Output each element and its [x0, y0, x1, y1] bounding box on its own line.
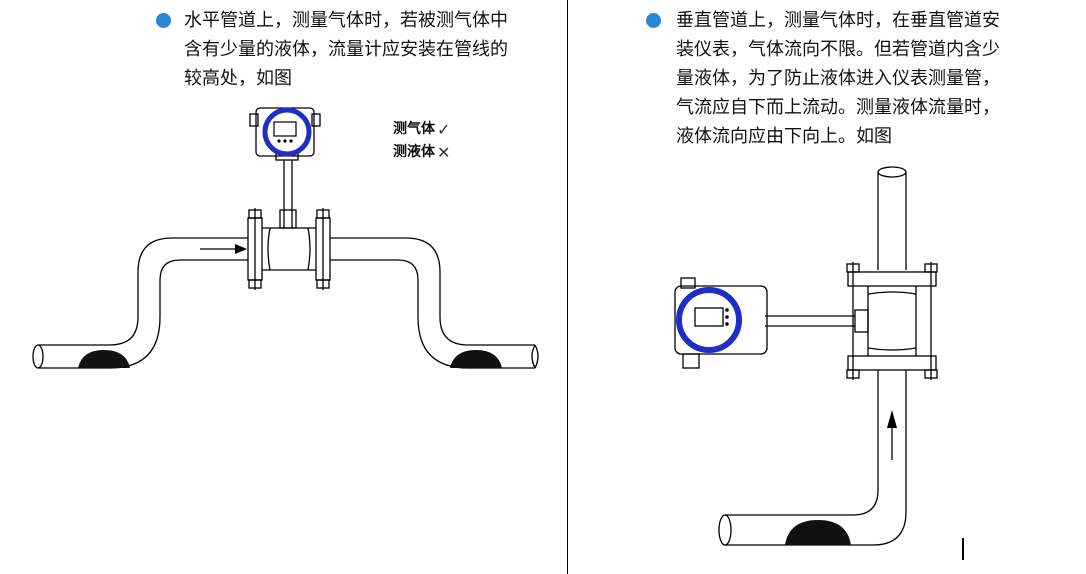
legend-gas: 测气体 ✓: [393, 118, 450, 141]
vertical-pipe-description: 垂直管道上，测量气体时，在垂直管道安 装仪表，气体流向不限。但若管道内含少 量液…: [676, 6, 1000, 151]
bullet-icon: [646, 13, 661, 28]
text-line: 装仪表，气体流向不限。但若管道内含少: [676, 39, 1000, 60]
legend-liquid: 测液体 ✕: [393, 141, 450, 164]
meter-dial-icon: [676, 287, 742, 353]
check-icon: ✓: [437, 120, 451, 139]
text-line: 液体流向应由下向上。如图: [676, 126, 892, 147]
flow-arrow-icon: [235, 244, 247, 254]
text-line: 较高处，如图: [184, 68, 292, 89]
text-line: 量液体，为了防止液体进入仪表测量管，: [676, 68, 1000, 89]
horizontal-pipe-description: 水平管道上，测量气体时，若被测气体中 含有少量的液体，流量计应安装在管线的 较高…: [184, 6, 508, 93]
text-line: 含有少量的液体，流量计应安装在管线的: [184, 39, 508, 60]
bullet-icon: [156, 13, 171, 28]
cross-icon: ✕: [437, 143, 451, 162]
legend-liquid-label: 测液体: [393, 144, 435, 160]
column-divider: [567, 0, 568, 574]
horizontal-pipe-diagram: [32, 107, 539, 369]
liquid-icon: [450, 350, 502, 368]
text-line: 水平管道上，测量气体时，若被测气体中: [184, 10, 508, 31]
text-line: 垂直管道上，测量气体时，在垂直管道安: [676, 10, 1000, 31]
text-line: 气流应自下而上流动。测量液体流量时，: [676, 97, 1000, 118]
liquid-icon: [785, 520, 851, 545]
legend: 测气体 ✓ 测液体 ✕: [393, 118, 450, 164]
legend-gas-label: 测气体: [393, 121, 435, 137]
meter-dial-icon: [262, 107, 312, 157]
flow-arrow-icon: [887, 410, 897, 428]
vertical-pipe-diagram: [674, 166, 938, 546]
text-cursor: [962, 538, 964, 560]
liquid-icon: [78, 350, 130, 368]
